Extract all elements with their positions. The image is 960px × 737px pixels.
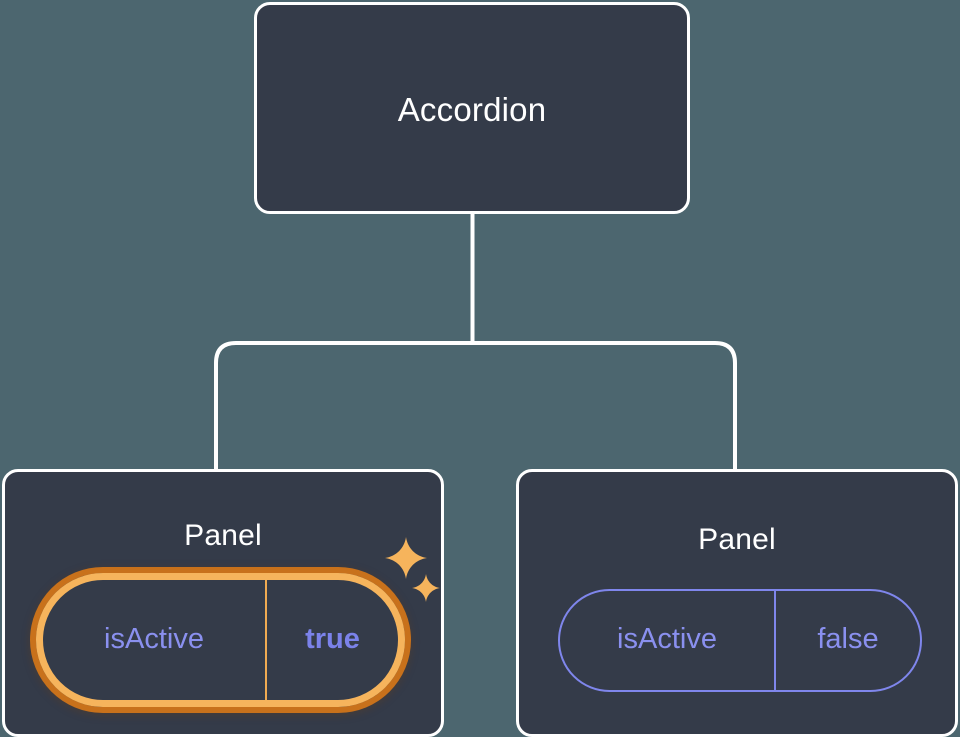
node-panel-active-title: Panel — [184, 519, 262, 552]
node-panel-inactive-title: Panel — [698, 523, 776, 556]
prop-key: isActive — [617, 623, 717, 655]
prop-value: true — [265, 580, 398, 700]
edge-to-right-panel — [472, 341, 737, 470]
node-accordion[interactable]: Accordion — [254, 2, 690, 214]
node-accordion-title: Accordion — [397, 91, 547, 128]
prop-key: isActive — [104, 622, 204, 655]
prop-pill-isactive-false[interactable]: isActive false — [558, 589, 922, 692]
prop-pill-isactive-true[interactable]: isActive true — [36, 573, 405, 707]
prop-value: false — [774, 591, 920, 690]
edge-to-left-panel — [214, 341, 473, 470]
